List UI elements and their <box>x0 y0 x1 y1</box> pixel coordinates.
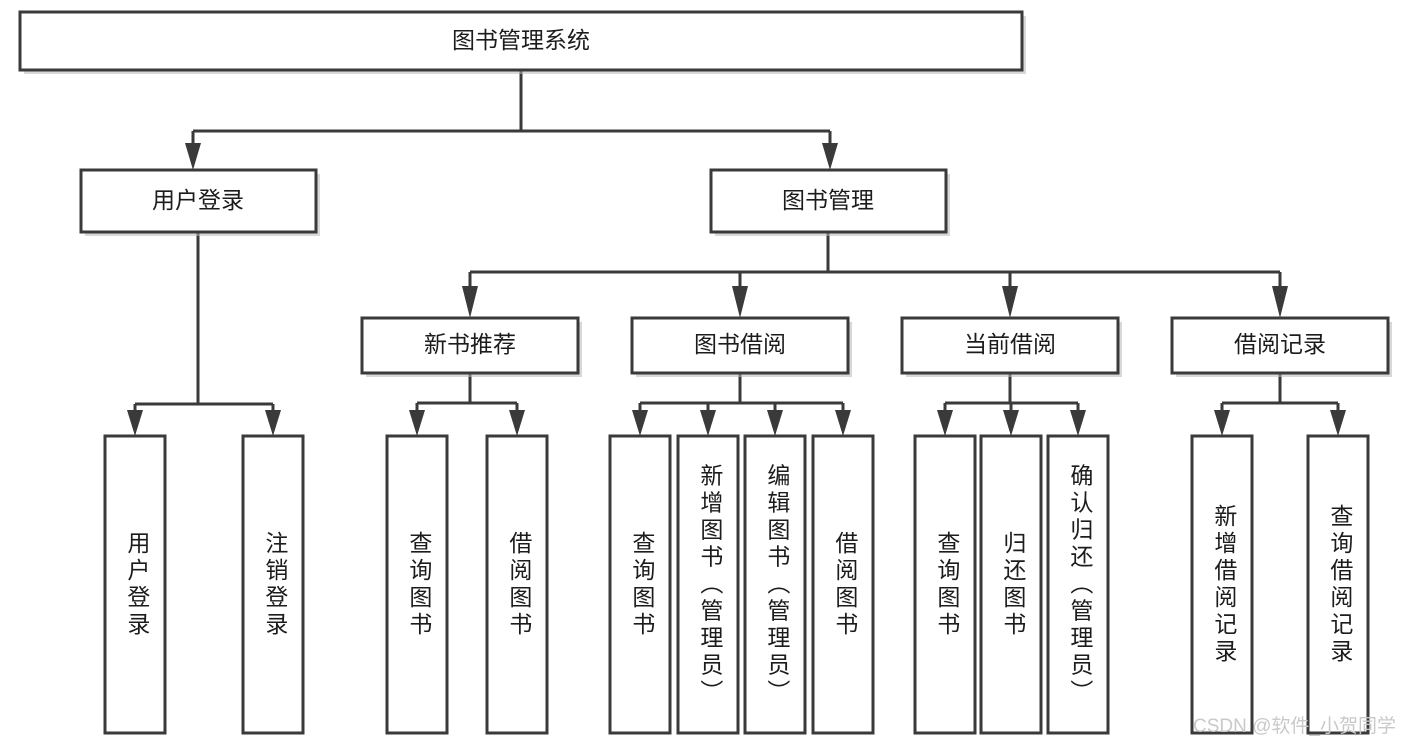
leaf-box <box>979 434 1043 735</box>
csdn-watermark: CSDN @软件_小贺同学 <box>1193 715 1396 737</box>
leaf-label: 确认归还（管理员） <box>1067 464 1094 707</box>
leaf-record-query-record[interactable]: 查询借阅记录 <box>1306 434 1370 735</box>
arrowhead-current-confirm <box>1070 410 1086 436</box>
node-user-login[interactable]: 用户登录 <box>79 168 320 236</box>
leaf-box <box>485 434 549 735</box>
arrowhead-record-query <box>1330 410 1346 436</box>
leaf-box <box>811 434 875 735</box>
node-root-book-management-system[interactable]: 图书管理系统 <box>18 10 1026 74</box>
leaf-label: 借阅图书 <box>832 531 859 639</box>
arrowhead-current-borrow <box>1002 286 1018 318</box>
leaf-box <box>385 434 449 735</box>
node-book-borrow[interactable]: 图书借阅 <box>630 316 852 377</box>
node-new-book-recommend[interactable]: 新书推荐 <box>360 316 582 377</box>
arrowhead-record-add <box>1214 410 1230 436</box>
node-book-management[interactable]: 图书管理 <box>709 168 950 236</box>
leaf-box <box>1046 434 1110 735</box>
leaf-box <box>1190 434 1254 735</box>
leaf-box <box>103 434 167 735</box>
leaf-borrow-edit-book-admin[interactable]: 编辑图书（管理员） <box>743 434 807 735</box>
arrowhead-user-login <box>185 143 201 170</box>
leaf-label: 查询图书 <box>629 531 656 639</box>
leaf-borrow-lend-book[interactable]: 借阅图书 <box>811 434 875 735</box>
leaf-box <box>913 434 977 735</box>
leaf-label: 查询图书 <box>406 531 433 639</box>
new-book-recommend-box <box>360 316 580 375</box>
root-box <box>18 10 1024 72</box>
root-label: 图书管理系统 <box>452 27 590 53</box>
leaf-label: 用户登录 <box>124 531 151 639</box>
leaf-box <box>676 434 740 735</box>
arrowhead-borrow-lend <box>835 410 851 436</box>
user-login-box <box>79 168 318 234</box>
arrowhead-book-manage <box>822 143 838 170</box>
leaf-label: 借阅图书 <box>506 531 533 639</box>
arrowhead-book-borrow <box>732 286 748 318</box>
arrowhead-borrow-edit <box>767 410 783 436</box>
borrow-record-box <box>1170 316 1390 375</box>
leaf-label: 编辑图书（管理员） <box>764 464 791 707</box>
book-borrow-box <box>630 316 850 375</box>
new-book-recommend-label: 新书推荐 <box>424 331 516 357</box>
arrowhead-recommend-query <box>409 410 425 436</box>
arrowhead-borrow-add <box>700 410 716 436</box>
leaf-box <box>608 434 672 735</box>
leaf-label: 查询图书 <box>934 531 961 639</box>
leaf-box <box>743 434 807 735</box>
leaf-user-login-login[interactable]: 用户登录 <box>103 434 167 735</box>
node-borrow-record[interactable]: 借阅记录 <box>1170 316 1392 377</box>
leaf-current-confirm-return-admin[interactable]: 确认归还（管理员） <box>1046 434 1110 735</box>
leaf-user-login-logout[interactable]: 注销登录 <box>241 434 305 735</box>
book-borrow-label: 图书借阅 <box>694 331 786 357</box>
leaf-borrow-add-book-admin[interactable]: 新增图书（管理员） <box>676 434 740 735</box>
arrowhead-recommend-borrow <box>509 410 525 436</box>
leaf-box <box>1306 434 1370 735</box>
leaf-label: 新增图书（管理员） <box>697 464 724 707</box>
leaf-label: 新增借阅记录 <box>1211 504 1238 666</box>
leaf-label: 归还图书 <box>1000 531 1027 639</box>
leaf-recommend-borrow-book[interactable]: 借阅图书 <box>485 434 549 735</box>
current-borrow-box <box>900 316 1120 375</box>
arrowhead-current-query <box>937 410 953 436</box>
arrowhead-borrow-query <box>632 410 648 436</box>
book-management-box <box>709 168 948 234</box>
leaf-recommend-query-book[interactable]: 查询图书 <box>385 434 449 735</box>
arrowhead-current-return <box>1003 410 1019 436</box>
leaf-record-add-record[interactable]: 新增借阅记录 <box>1190 434 1254 735</box>
arrowhead-leaf-logout <box>265 410 281 436</box>
leaf-current-return-book[interactable]: 归还图书 <box>979 434 1043 735</box>
leaf-box <box>241 434 305 735</box>
node-current-borrow[interactable]: 当前借阅 <box>900 316 1122 377</box>
arrowhead-leaf-user-login <box>127 410 143 436</box>
leaf-borrow-query-book[interactable]: 查询图书 <box>608 434 672 735</box>
book-management-label: 图书管理 <box>782 187 874 213</box>
current-borrow-label: 当前借阅 <box>964 331 1056 357</box>
leaf-current-query-book[interactable]: 查询图书 <box>913 434 977 735</box>
arrowhead-new-book-recommend <box>462 286 478 318</box>
leaf-label: 查询借阅记录 <box>1327 504 1354 666</box>
connector-layer <box>127 71 1346 436</box>
arrowhead-borrow-record <box>1272 286 1288 318</box>
borrow-record-label: 借阅记录 <box>1234 331 1326 357</box>
leaf-label: 注销登录 <box>262 531 289 639</box>
user-login-label: 用户登录 <box>152 187 244 213</box>
